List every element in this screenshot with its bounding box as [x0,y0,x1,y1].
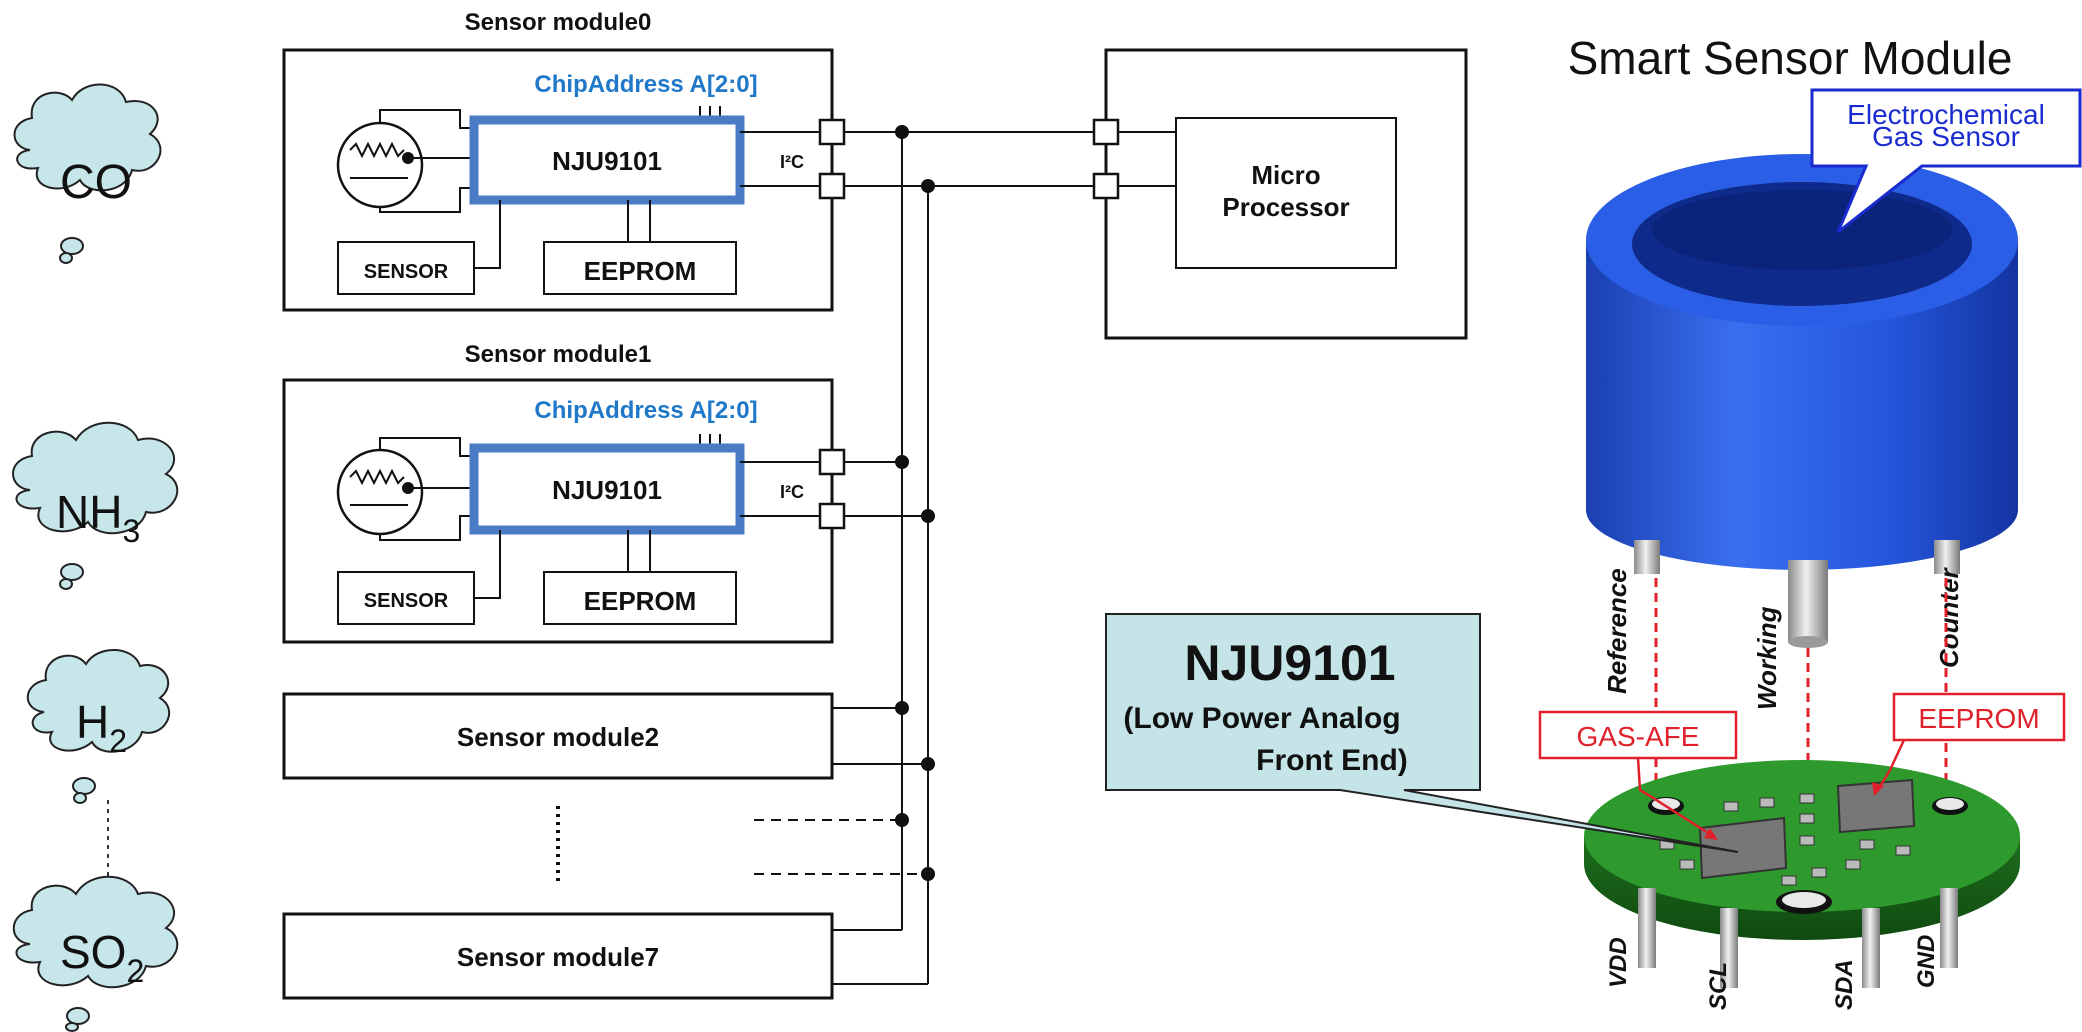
module-7-title: Sensor module7 [457,942,659,972]
nju9101-callout-line1: (Low Power Analog [1123,702,1400,735]
module-1-i2c-label: I²C [780,482,804,502]
module-0-gas-sensor-symbol [336,109,474,213]
cloud-nh3: NH3 [12,421,179,590]
afe-chip [1698,816,1788,880]
module-1-chip-address: ChipAddress A[2:0] [534,397,757,424]
pin-label-counter: Counter [1934,566,1964,668]
pin-label-working: Working [1752,606,1782,710]
module-0-chip [469,115,745,205]
module-1-sensor-label: SENSOR [364,590,449,612]
eeprom-chip [1836,778,1916,834]
microprocessor-board: Micro Processor [1092,48,1468,340]
nju9101-callout-line2: Front End) [1256,744,1408,777]
bottom-pin-gnd: GND [1913,935,1940,988]
module-1-chip-label: NJU9101 [552,475,662,505]
module-0-title: Sensor module0 [465,9,652,36]
module-1-chip [469,443,745,535]
cloud-so2: SO2 [12,875,179,1032]
bottom-pin-sda: SDA [1831,959,1858,1010]
sensor-pins [1634,540,1960,648]
module-1-title: Sensor module1 [465,341,652,368]
bus-junction-dots [895,125,935,881]
pin-label-reference: Reference [1602,568,1632,694]
nju9101-callout: NJU9101 (Low Power Analog Front End) [1105,613,1739,853]
eeprom-red-label: EEPROM [1872,692,2066,796]
microprocessor-line1: Micro [1251,160,1320,190]
bottom-pin-scl: SCL [1705,962,1732,1010]
svg-text:EEPROM: EEPROM [1918,703,2039,734]
nju9101-callout-title: NJU9101 [1184,635,1395,691]
gas-label-h2: H2 [76,696,127,759]
cloud-co: CO [13,83,162,264]
gas-label-co: CO [60,156,132,209]
module-1-eeprom-label: EEPROM [584,586,697,616]
gas-sensor-callout: Electrochemical Gas Sensor [1810,88,2082,234]
gas-sensor-callout-line2: Gas Sensor [1872,121,2020,152]
microprocessor-line2: Processor [1222,192,1349,222]
module-0-chip-address: ChipAddress A[2:0] [534,71,757,98]
module-0-i2c-label: I²C [780,152,804,172]
smart-module-title: Smart Sensor Module [1568,32,2013,84]
module-1-gas-sensor-symbol [336,437,474,541]
electrochemical-gas-sensor-cylinder [1586,154,2018,570]
gas-sensor-callout-line1: Electrochemical [1847,99,2045,130]
sensor-module-7: Sensor module7 [282,912,834,1000]
sensor-module-1: Sensor module1 ChipAddress A[2:0] NJU910… [282,341,846,644]
svg-text:GAS-AFE: GAS-AFE [1577,721,1700,752]
module-0-sensor-label: SENSOR [364,261,449,283]
gas-label-so2: SO2 [60,926,144,989]
bottom-pins [1638,888,1958,988]
i2c-bus [754,131,1094,985]
module-0-eeprom-label: EEPROM [584,256,697,286]
bottom-pin-vdd: VDD [1605,937,1632,988]
module-2-title: Sensor module2 [457,722,659,752]
module-0-chip-label: NJU9101 [552,146,662,176]
sensor-module-0: Sensor module0 ChipAddress A[2:0] NJU910… [282,9,846,312]
gas-label-nh3: NH3 [56,486,140,549]
gas-afe-label: GAS-AFE [1538,710,1738,840]
sensor-module-2: Sensor module2 [282,692,834,780]
cloud-h2: H2 [26,649,171,804]
